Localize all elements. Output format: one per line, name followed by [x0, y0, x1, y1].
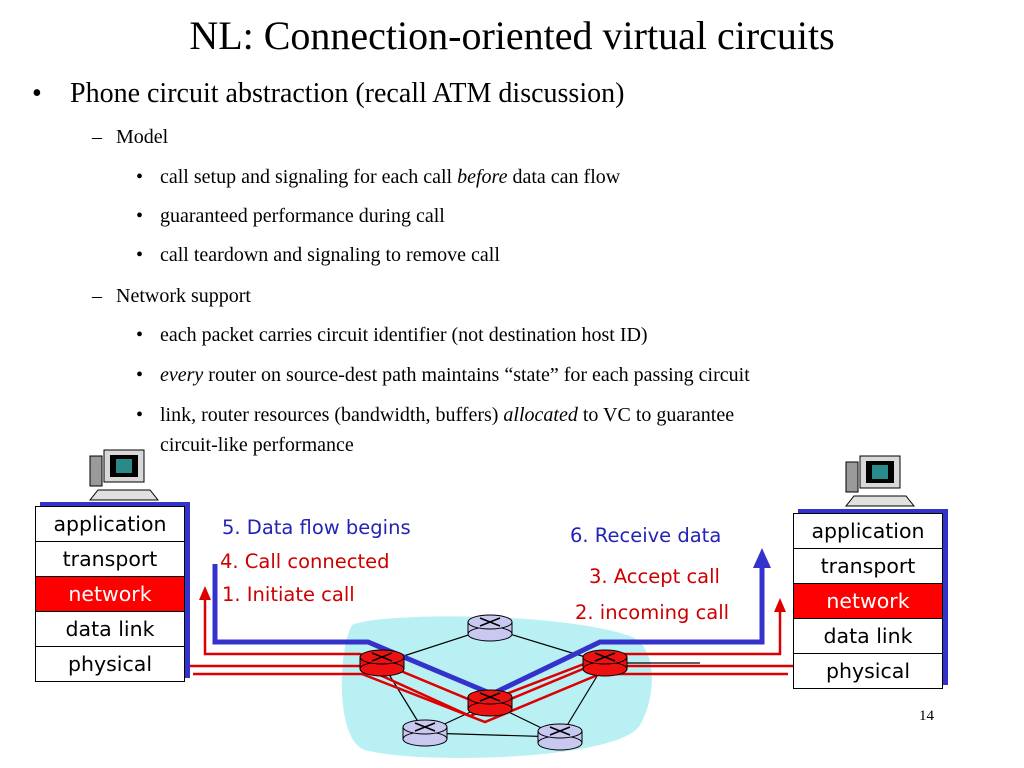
slide-title: NL: Connection-oriented virtual circuits	[189, 13, 835, 58]
protocol-stack-right: application transport network data link …	[793, 513, 943, 689]
layer-data-link: data link	[36, 612, 184, 647]
router-bottom-left	[402, 719, 448, 747]
layer-data-link: data link	[794, 619, 942, 654]
setup-pre: call setup and signaling for each call	[160, 166, 458, 188]
bullet-model: – Model	[92, 126, 168, 149]
bullet-packet: • each packet carries circuit identifier…	[136, 324, 648, 347]
bullet-guaranteed-text: guaranteed performance during call	[160, 205, 445, 227]
link-post: to VC to guarantee	[577, 404, 735, 426]
step-data-flow-begins: 5. Data flow begins	[222, 516, 411, 539]
layer-network: network	[794, 584, 942, 619]
layer-physical: physical	[825, 659, 911, 683]
bullet-packet-text: each packet carries circuit identifier (…	[160, 324, 648, 346]
layer-application: application	[36, 507, 184, 542]
step-initiate-call: 1. Initiate call	[222, 583, 355, 606]
bullet-teardown: • call teardown and signaling to remove …	[136, 244, 500, 267]
dash-marker: –	[92, 285, 102, 307]
bullet-dot: •	[136, 244, 144, 266]
layer-transport: transport	[36, 542, 184, 577]
bullet-link: • link, router resources (bandwidth, buf…	[136, 404, 734, 427]
page-number: 14	[919, 708, 934, 724]
every-emphasis: every	[160, 364, 204, 386]
layer-transport: transport	[794, 549, 942, 584]
bullet-link-text: link, router resources (bandwidth, buffe…	[160, 404, 734, 427]
bullet-network-support: – Network support	[92, 285, 251, 308]
step-incoming-call: 2. incoming call	[575, 601, 730, 624]
step-receive-data: 6. Receive data	[570, 524, 722, 547]
layer-physical: physical	[67, 652, 153, 676]
setup-emphasis: before	[457, 166, 508, 188]
bullet-dot: •	[136, 324, 144, 346]
bullet-dot: •	[136, 404, 144, 426]
layer-network: network	[36, 577, 184, 612]
computer-icon-left	[88, 449, 160, 501]
link-pre: link, router resources (bandwidth, buffe…	[160, 404, 504, 426]
bullet-dot: •	[136, 166, 144, 188]
bullet-every: • every router on source-dest path maint…	[136, 364, 750, 387]
layer-application: application	[794, 514, 942, 549]
bullet-guaranteed: • guaranteed performance during call	[136, 205, 445, 228]
bullet-model-text: Model	[116, 126, 169, 148]
router-left-active	[359, 649, 405, 677]
computer-icon-right	[844, 455, 916, 507]
bullet-dot: •	[136, 364, 144, 386]
bullet-dot: •	[32, 78, 42, 109]
bullet-teardown-text: call teardown and signaling to remove ca…	[160, 244, 500, 266]
router-top	[467, 614, 513, 642]
bullet-setup-text: call setup and signaling for each call b…	[160, 166, 620, 189]
protocol-stack-left: application transport network data link …	[35, 506, 185, 682]
bullet-link-continued: circuit-like performance	[160, 434, 354, 456]
router-right-active	[582, 649, 628, 677]
data-flow-arrowhead	[753, 548, 771, 568]
every-post: router on source-dest path maintains “st…	[203, 364, 750, 386]
router-middle-active	[467, 689, 513, 717]
bullet-support-text: Network support	[116, 285, 251, 307]
initiate-call-arrowhead	[199, 586, 211, 600]
dash-marker: –	[92, 126, 102, 148]
setup-post: data can flow	[507, 166, 621, 188]
step-call-connected: 4. Call connected	[220, 550, 390, 573]
bullet-every-text: every router on source-dest path maintai…	[160, 364, 750, 387]
bullet-setup: • call setup and signaling for each call…	[136, 166, 620, 189]
accept-call-arrowhead	[774, 598, 786, 612]
link-emphasis: allocated	[503, 404, 578, 426]
bullet-dot: •	[136, 205, 144, 227]
bullet-main: • Phone circuit abstraction (recall ATM …	[32, 78, 624, 110]
step-accept-call: 3. Accept call	[589, 565, 720, 588]
router-bottom-right	[537, 723, 583, 751]
bullet-main-text: Phone circuit abstraction (recall ATM di…	[70, 78, 625, 109]
